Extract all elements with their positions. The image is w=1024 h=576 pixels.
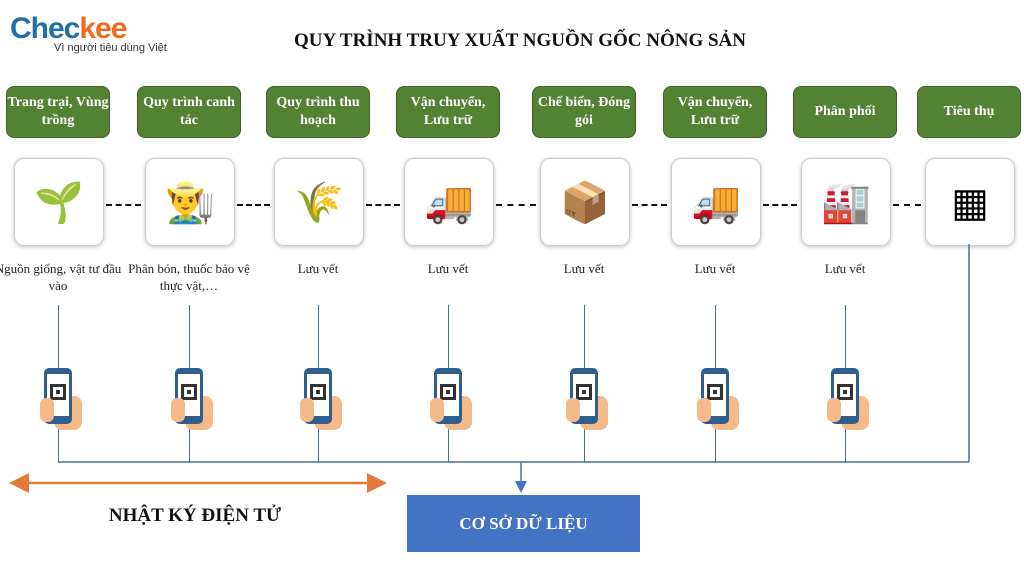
delivery-truck-icon: 🚚 xyxy=(404,158,494,246)
harvest-sickle-icon: 🌾 xyxy=(274,158,364,246)
delivery-truck-icon: 🚚 xyxy=(671,158,761,246)
package-check-icon: 📦 xyxy=(540,158,630,246)
phone-qr-icon xyxy=(300,368,342,430)
bidirectional-arrow xyxy=(632,204,667,206)
step-header: Trang trại, Vùng trồng xyxy=(6,86,110,138)
phone-qr-icon xyxy=(430,368,472,430)
step-header: Quy trình thu hoạch xyxy=(266,86,370,138)
step-note: Lưu vết xyxy=(824,261,866,276)
phone-qr-icon xyxy=(40,368,82,430)
step-header: Tiêu thụ xyxy=(917,86,1021,138)
step-header: Vận chuyển, Lưu trữ xyxy=(396,86,500,138)
bidirectional-arrow xyxy=(763,204,797,206)
step-note: Lưu vết xyxy=(694,261,736,276)
bidirectional-arrow xyxy=(237,204,270,206)
database-box: CƠ SỞ DỮ LIỆU xyxy=(407,495,640,552)
bidirectional-arrow xyxy=(106,204,141,206)
step-note: Lưu vết xyxy=(427,261,469,276)
step-note: Nguồn giống, vật tư đầu vào xyxy=(0,261,122,293)
bidirectional-arrow xyxy=(366,204,400,206)
checkee-logo: Checkee Vì người tiêu dùng Việt xyxy=(10,12,167,54)
step-header: Vận chuyển, Lưu trữ xyxy=(663,86,767,138)
warehouse-icon: 🏭 xyxy=(801,158,891,246)
phone-qr-icon xyxy=(566,368,608,430)
page-title: QUY TRÌNH TRUY XUẤT NGUỒN GỐC NÔNG SẢN xyxy=(293,30,746,51)
step-header: Chế biến, Đóng gói xyxy=(532,86,636,138)
bidirectional-arrow xyxy=(496,204,536,206)
step-note: Lưu vết xyxy=(297,261,339,276)
farmer-tablet-icon: 👨‍🌾 xyxy=(145,158,235,246)
step-note: Lưu vết xyxy=(563,261,605,276)
phone-qr-icon xyxy=(827,368,869,430)
logo-text-accent: kee xyxy=(79,12,127,45)
qr-scanner-icon: ▦ xyxy=(925,158,1015,246)
step-header: Quy trình canh tác xyxy=(137,86,241,138)
journal-label: NHẬT KÝ ĐIỆN TỬ xyxy=(108,505,282,526)
phone-qr-icon xyxy=(697,368,739,430)
phone-qr-icon xyxy=(171,368,213,430)
bidirectional-arrow xyxy=(893,204,921,206)
farm-field-icon: 🌱 xyxy=(14,158,104,246)
step-note: Phân bón, thuốc bảo vệ thực vật,… xyxy=(128,261,250,293)
logo-text: Chec xyxy=(10,12,80,45)
logo-tagline: Vì người tiêu dùng Việt xyxy=(54,42,167,54)
step-header: Phân phối xyxy=(793,86,897,138)
